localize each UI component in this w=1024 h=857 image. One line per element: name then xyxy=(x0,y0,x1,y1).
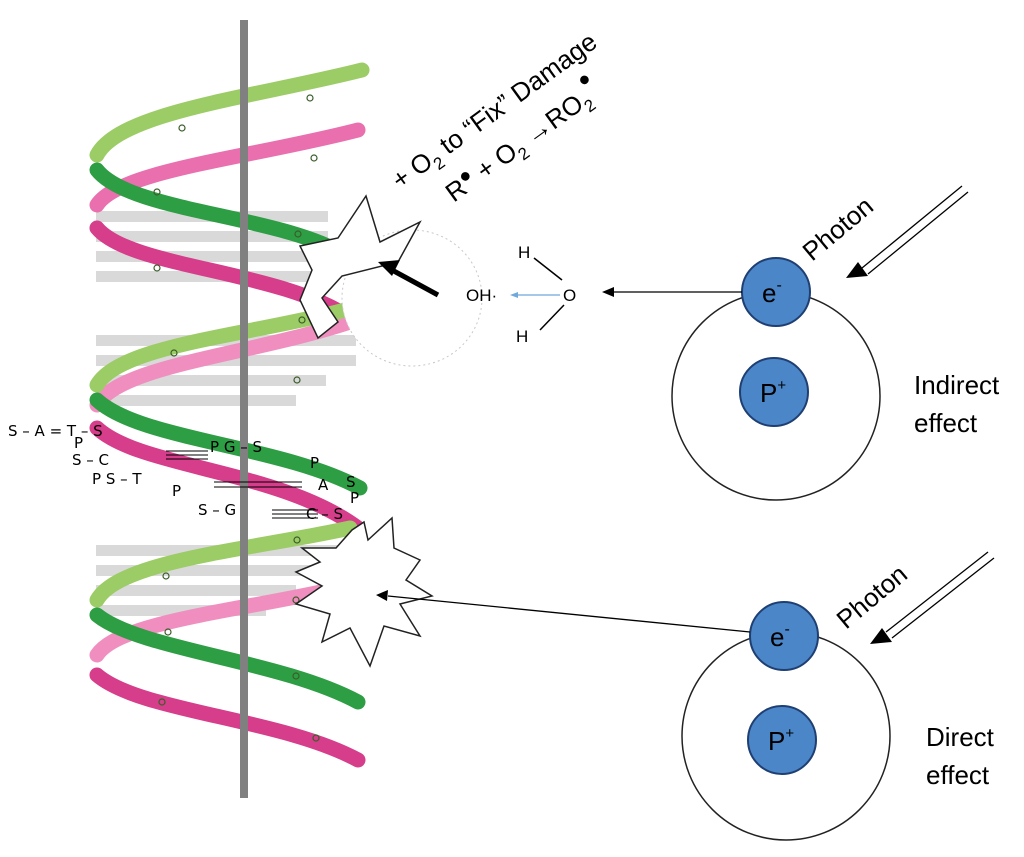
pink-strand xyxy=(89,122,366,768)
base-pair-row-3-right: A xyxy=(318,476,329,494)
indirect-effect-atom: P+ e- Indirect effect xyxy=(602,257,1000,501)
direct-damage-burst-icon xyxy=(294,516,434,668)
base-pair-row-1: S – A = T – S xyxy=(8,422,103,440)
indirect-photon: Photon xyxy=(797,185,969,278)
water-molecule: H O H OH· xyxy=(466,243,576,346)
water-hydrogen-top: H xyxy=(518,243,530,262)
indirect-proton xyxy=(739,357,809,427)
indirect-effect-label-line-1: Indirect xyxy=(914,370,1000,400)
indirect-proton-label: P+ xyxy=(760,377,786,408)
indirect-damage-burst-icon xyxy=(298,194,422,340)
helix-axis xyxy=(240,20,248,798)
base-pair-row-2-right: P G – S xyxy=(210,438,262,456)
phosphate-label: P xyxy=(74,434,83,452)
direct-effect-label-line-1: Direct xyxy=(926,722,995,752)
direct-proton-label: P+ xyxy=(768,725,794,756)
direct-electron-label: e- xyxy=(770,621,790,652)
base-pair-sequence: S – A = T – S P S – C P G – S P P S – T … xyxy=(8,422,359,523)
direct-photon-label: Photon xyxy=(831,559,913,635)
electron-to-dna-arrow xyxy=(387,595,751,633)
indirect-photon-label: Photon xyxy=(797,191,879,267)
direct-photon-arrowhead-icon xyxy=(870,628,892,644)
direct-effect-atom: P+ e- Direct effect xyxy=(376,590,995,841)
phosphate-label: P xyxy=(310,454,319,472)
water-hydrogen-bottom: H xyxy=(516,327,528,346)
base-pair-row-3-left: P S – T xyxy=(92,470,142,488)
direct-effect-label-line-2: effect xyxy=(926,760,990,790)
indirect-electron-label: e- xyxy=(762,277,782,308)
oxygen-fixation-text: + O2 to “Fix” Damage R● + O2 →RO2● xyxy=(386,26,602,208)
dna-helix xyxy=(89,20,370,798)
base-pair-row-2-left: S – C xyxy=(72,451,109,469)
direct-damage-site xyxy=(294,516,434,668)
phosphate-label: P xyxy=(172,482,181,500)
water-oxygen: O xyxy=(563,286,576,305)
direct-proton xyxy=(747,705,817,775)
direct-electron xyxy=(749,601,819,671)
indirect-effect-label-line-2: effect xyxy=(914,408,978,438)
direct-photon: Photon xyxy=(831,551,995,644)
sugar-label: S xyxy=(346,473,356,491)
base-pair-row-4-left: S – G xyxy=(198,501,236,519)
phosphate-label: P xyxy=(350,489,359,507)
base-pair-row-4-right: C – S xyxy=(306,505,343,523)
indirect-photon-arrowhead-icon xyxy=(846,262,868,278)
indirect-damage-site xyxy=(298,194,483,367)
green-strand xyxy=(89,62,370,710)
hydroxyl-radical-label: OH· xyxy=(466,286,497,305)
oh-attack-arrow xyxy=(390,267,440,298)
